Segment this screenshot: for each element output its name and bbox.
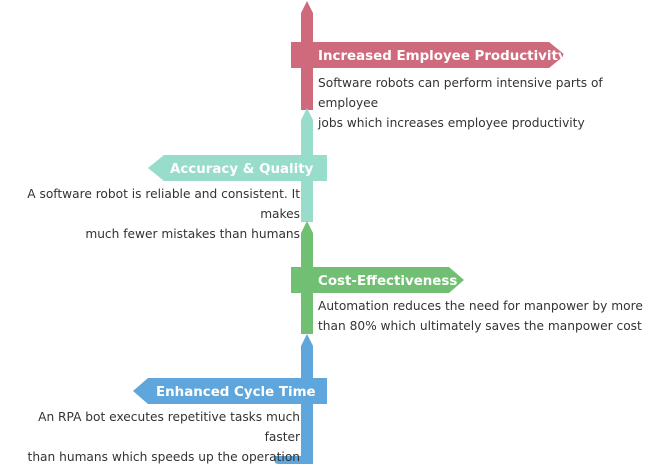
banner-cost [291, 267, 464, 293]
banner-accuracy [148, 155, 327, 181]
description-productivity-line2: jobs which increases employee productivi… [318, 116, 585, 130]
banner-productivity [291, 42, 565, 68]
description-accuracy: A software robot is reliable and consist… [0, 184, 300, 244]
banner-accuracy-label: Accuracy & Quality [170, 162, 314, 177]
description-cost-line1: Automation reduces the need for manpower… [318, 299, 643, 313]
description-cost: Automation reduces the need for manpower… [318, 296, 643, 336]
description-cost-line2: than 80% which ultimately saves the manp… [318, 319, 642, 333]
banner-cycle-label: Enhanced Cycle Time [156, 385, 316, 400]
banner-cycle [133, 378, 327, 404]
description-cycle-line2: than humans which speeds up the operatio… [27, 450, 300, 464]
banner-productivity-label: Increased Employee Productivity [318, 49, 567, 64]
description-accuracy-line1: A software robot is reliable and consist… [27, 187, 300, 221]
description-cycle: An RPA bot executes repetitive tasks muc… [0, 407, 300, 467]
description-accuracy-line2: much fewer mistakes than humans [85, 227, 300, 241]
banner-cost-label: Cost-Effectiveness [318, 274, 457, 289]
pole-segment-cycle [274, 334, 313, 464]
description-productivity-line1: Software robots can perform intensive pa… [318, 76, 603, 110]
description-cycle-line1: An RPA bot executes repetitive tasks muc… [38, 410, 300, 444]
description-productivity: Software robots can perform intensive pa… [318, 73, 643, 133]
